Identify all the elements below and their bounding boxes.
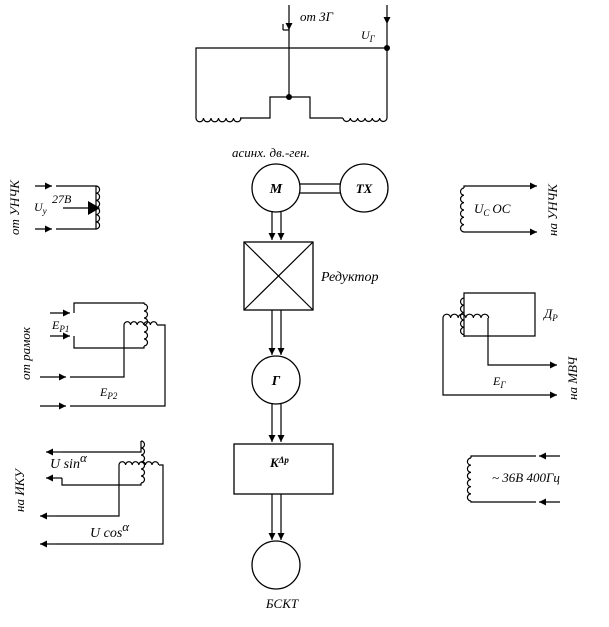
generator-circle	[251, 355, 301, 405]
left-iku-output: на ИКУ U sinα U cosα	[12, 440, 164, 548]
tacho-circle	[339, 163, 389, 213]
winding-right	[342, 117, 388, 122]
left-frames-input: от рамок EР1 EР2	[18, 302, 166, 410]
uy-label: Uу	[34, 200, 47, 216]
arrow-icon	[88, 201, 100, 215]
wire	[195, 47, 387, 118]
right-mvch-output: ДР EГ на МВЧ	[442, 292, 580, 400]
voltage-27-label: 27В	[52, 192, 72, 206]
motor-gen-caption: асинх. дв.-ген.	[232, 145, 310, 160]
wire	[463, 292, 536, 337]
generator-label: Г	[271, 374, 281, 389]
wire	[61, 478, 142, 486]
wire	[470, 455, 536, 458]
bskt-block: БСКТ	[251, 540, 301, 611]
winding-dp	[460, 297, 465, 336]
tacho-block: TX	[339, 163, 389, 213]
source-label: от ЗГ	[300, 9, 334, 24]
reducer-cross	[243, 241, 314, 311]
wire	[470, 501, 536, 503]
bskt-circle	[251, 540, 301, 590]
wire	[487, 318, 540, 366]
eg-label: EГ	[492, 374, 506, 390]
shaft-coupling	[300, 183, 340, 194]
wire	[70, 325, 125, 378]
to-mvch-label: на МВЧ	[565, 356, 580, 400]
wire	[70, 324, 166, 407]
bskt-label: БСКТ	[265, 596, 299, 611]
dp-label: ДР	[542, 306, 558, 323]
reducer-block: Редуктор	[243, 241, 379, 311]
wire	[73, 336, 145, 349]
winding-ucos	[118, 461, 160, 466]
ep2-label: EР2	[99, 385, 118, 401]
top-supply-circuit: от ЗГ UГ асинх. дв.-ген.	[195, 5, 391, 160]
wire	[463, 185, 520, 188]
winding-uc	[460, 187, 465, 233]
ucos-label: U cosα	[90, 519, 130, 541]
amplifier-box	[233, 443, 334, 495]
wire	[442, 318, 540, 396]
wire	[56, 464, 164, 545]
to-unch-label: на УНЧК	[545, 183, 560, 236]
wire	[62, 441, 142, 453]
amplifier-block: KΔр	[233, 443, 334, 495]
usin-label: U sinα	[50, 450, 88, 472]
winding-supply	[466, 457, 472, 502]
winding-ep2	[123, 321, 158, 326]
to-iku-label: на ИКУ	[12, 467, 27, 512]
winding-ep1	[143, 303, 149, 347]
reducer-label: Редуктор	[320, 270, 379, 285]
wire	[73, 302, 145, 313]
ep1-label: EР1	[51, 318, 69, 334]
generator-block: Г	[251, 355, 301, 405]
ug-label: UГ	[361, 28, 376, 44]
supply-label: ~ 36В 400Гц	[492, 470, 560, 485]
wire	[56, 465, 120, 517]
tacho-label: TX	[356, 181, 373, 196]
wire	[240, 96, 343, 119]
from-frames-label: от рамок	[18, 326, 33, 380]
amplifier-label: KΔр	[269, 455, 289, 470]
winding-eg	[442, 313, 490, 319]
motor-block: M	[251, 163, 301, 213]
motor-label: M	[269, 182, 283, 197]
right-supply-input: ~ 36В 400Гц	[466, 452, 560, 506]
left-unch-input: от УНЧК Uу 27В	[7, 179, 101, 235]
from-unch-label: от УНЧК	[7, 179, 22, 235]
winding-left	[195, 117, 242, 123]
motor-circle	[251, 163, 301, 213]
